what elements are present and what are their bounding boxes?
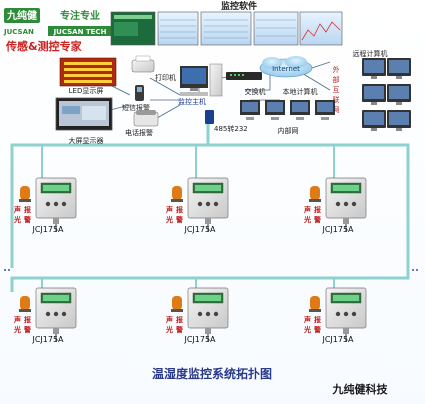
alarm-label-char: 光: [165, 325, 173, 334]
logo-brand-cn: 九纯健: [6, 9, 37, 22]
sms-alarm: 短信报警: [122, 85, 150, 112]
diagram-caption: 温湿度监控系统拓扑图: [152, 366, 272, 381]
local-label: 本地计算机: [283, 87, 318, 96]
led-display: LED显示屏: [59, 57, 117, 95]
alarm-label-char: 警: [314, 215, 321, 224]
alarm-label-char: 警: [314, 325, 321, 334]
ext-net-char: 互: [333, 86, 340, 94]
alarm-beacon-icon: [20, 296, 30, 310]
screen-c: [253, 11, 299, 46]
network-switch: 交换机: [226, 72, 266, 96]
alarm-label-char: 警: [24, 325, 31, 334]
remote-label: 远程计算机: [353, 49, 388, 58]
switch-label: 交换机: [245, 87, 266, 96]
logo-tech-en: JUCSAN TECH: [53, 28, 107, 36]
screen-a: [157, 11, 199, 46]
sensor-model-label: JCJ175A: [31, 335, 64, 344]
sensor-model-label: JCJ175A: [321, 225, 354, 234]
intranet-label: 内部网: [278, 126, 299, 135]
alarm-label-char: 光: [303, 215, 311, 224]
led-label: LED显示屏: [69, 87, 104, 95]
ext-net-char: 外: [333, 65, 340, 74]
alarm-label-char: 声: [303, 205, 311, 214]
phone-label: 电话报警: [125, 128, 153, 137]
sensor-model-label: JCJ175A: [321, 335, 354, 344]
alarm-label-char: 光: [13, 215, 21, 224]
alarm-beacon-icon: [172, 296, 182, 310]
big-screen: 大屏显示器: [55, 97, 113, 145]
phone-alarm: 电话报警: [125, 110, 159, 137]
logo-motto: 专注专业: [60, 9, 100, 22]
ext-net-char: 网: [333, 106, 340, 114]
rs485-converter: 485转232: [205, 110, 248, 133]
sensor-model-label: JCJ175A: [183, 335, 216, 344]
printer-label: 打印机: [155, 73, 176, 82]
alarm-label-char: 警: [176, 325, 183, 334]
alarm-label-char: 警: [24, 215, 31, 224]
host-computer: 监控主机: [178, 63, 223, 106]
alarm-label-char: 报: [24, 315, 32, 324]
logo-slogan: 传感&测控专家: [5, 39, 83, 53]
remote-computers: 远程计算机 外 部 互 联 网: [333, 49, 411, 131]
alarm-label-char: 报: [176, 315, 184, 324]
sensor-model-label: JCJ175A: [31, 225, 64, 234]
alarm-label-char: 报: [24, 205, 32, 214]
sensor-model-label: JCJ175A: [183, 225, 216, 234]
internet-label: Internet: [272, 65, 300, 73]
bus-dots: [4, 269, 418, 271]
alarm-label-char: 声: [303, 315, 311, 324]
alarm-label-char: 光: [303, 325, 311, 334]
alarm-label-char: 报: [314, 205, 322, 214]
logo: 九纯健 JUCSAN 专注专业 JUCSAN TECH 传感&测控专家: [3, 8, 112, 53]
internet-cloud: Internet: [259, 56, 313, 78]
ext-net-char: 部: [333, 75, 340, 84]
sensor-units: 声光报警JCJ175A声光报警JCJ175A声光报警JCJ175A声光报警JCJ…: [13, 177, 367, 344]
field-bus: [10, 124, 410, 292]
local-computers: 本地计算机 内部网: [240, 87, 335, 135]
screen-b: [200, 11, 252, 46]
software-screens: 监控软件: [110, 0, 343, 46]
rs485-label: 485转232: [214, 124, 248, 133]
bigscreen-label: 大屏显示器: [69, 136, 104, 145]
alarm-label-char: 声: [13, 315, 21, 324]
alarm-label-char: 报: [176, 205, 184, 214]
screen-d: [299, 11, 343, 46]
watermark: 九纯健科技: [332, 382, 389, 396]
alarm-beacon-icon: [20, 186, 30, 200]
logo-brand-en: JUCSAN: [3, 28, 34, 36]
alarm-beacon-icon: [310, 296, 320, 310]
external-net-vertical: 外 部 互 联 网: [333, 65, 340, 114]
alarm-label-char: 报: [314, 315, 322, 324]
alarm-label-char: 声: [165, 315, 173, 324]
alarm-beacon-icon: [310, 186, 320, 200]
alarm-label-char: 光: [13, 325, 21, 334]
host-label: 监控主机: [178, 97, 206, 106]
printer: 打印机: [131, 55, 176, 82]
alarm-label-char: 声: [165, 205, 173, 214]
alarm-beacon-icon: [172, 186, 182, 200]
alarm-label-char: 光: [165, 215, 173, 224]
software-label: 监控软件: [221, 0, 257, 12]
ext-net-char: 联: [333, 95, 340, 104]
alarm-label-char: 声: [13, 205, 21, 214]
alarm-label-char: 警: [176, 215, 183, 224]
sms-label: 短信报警: [122, 103, 150, 112]
